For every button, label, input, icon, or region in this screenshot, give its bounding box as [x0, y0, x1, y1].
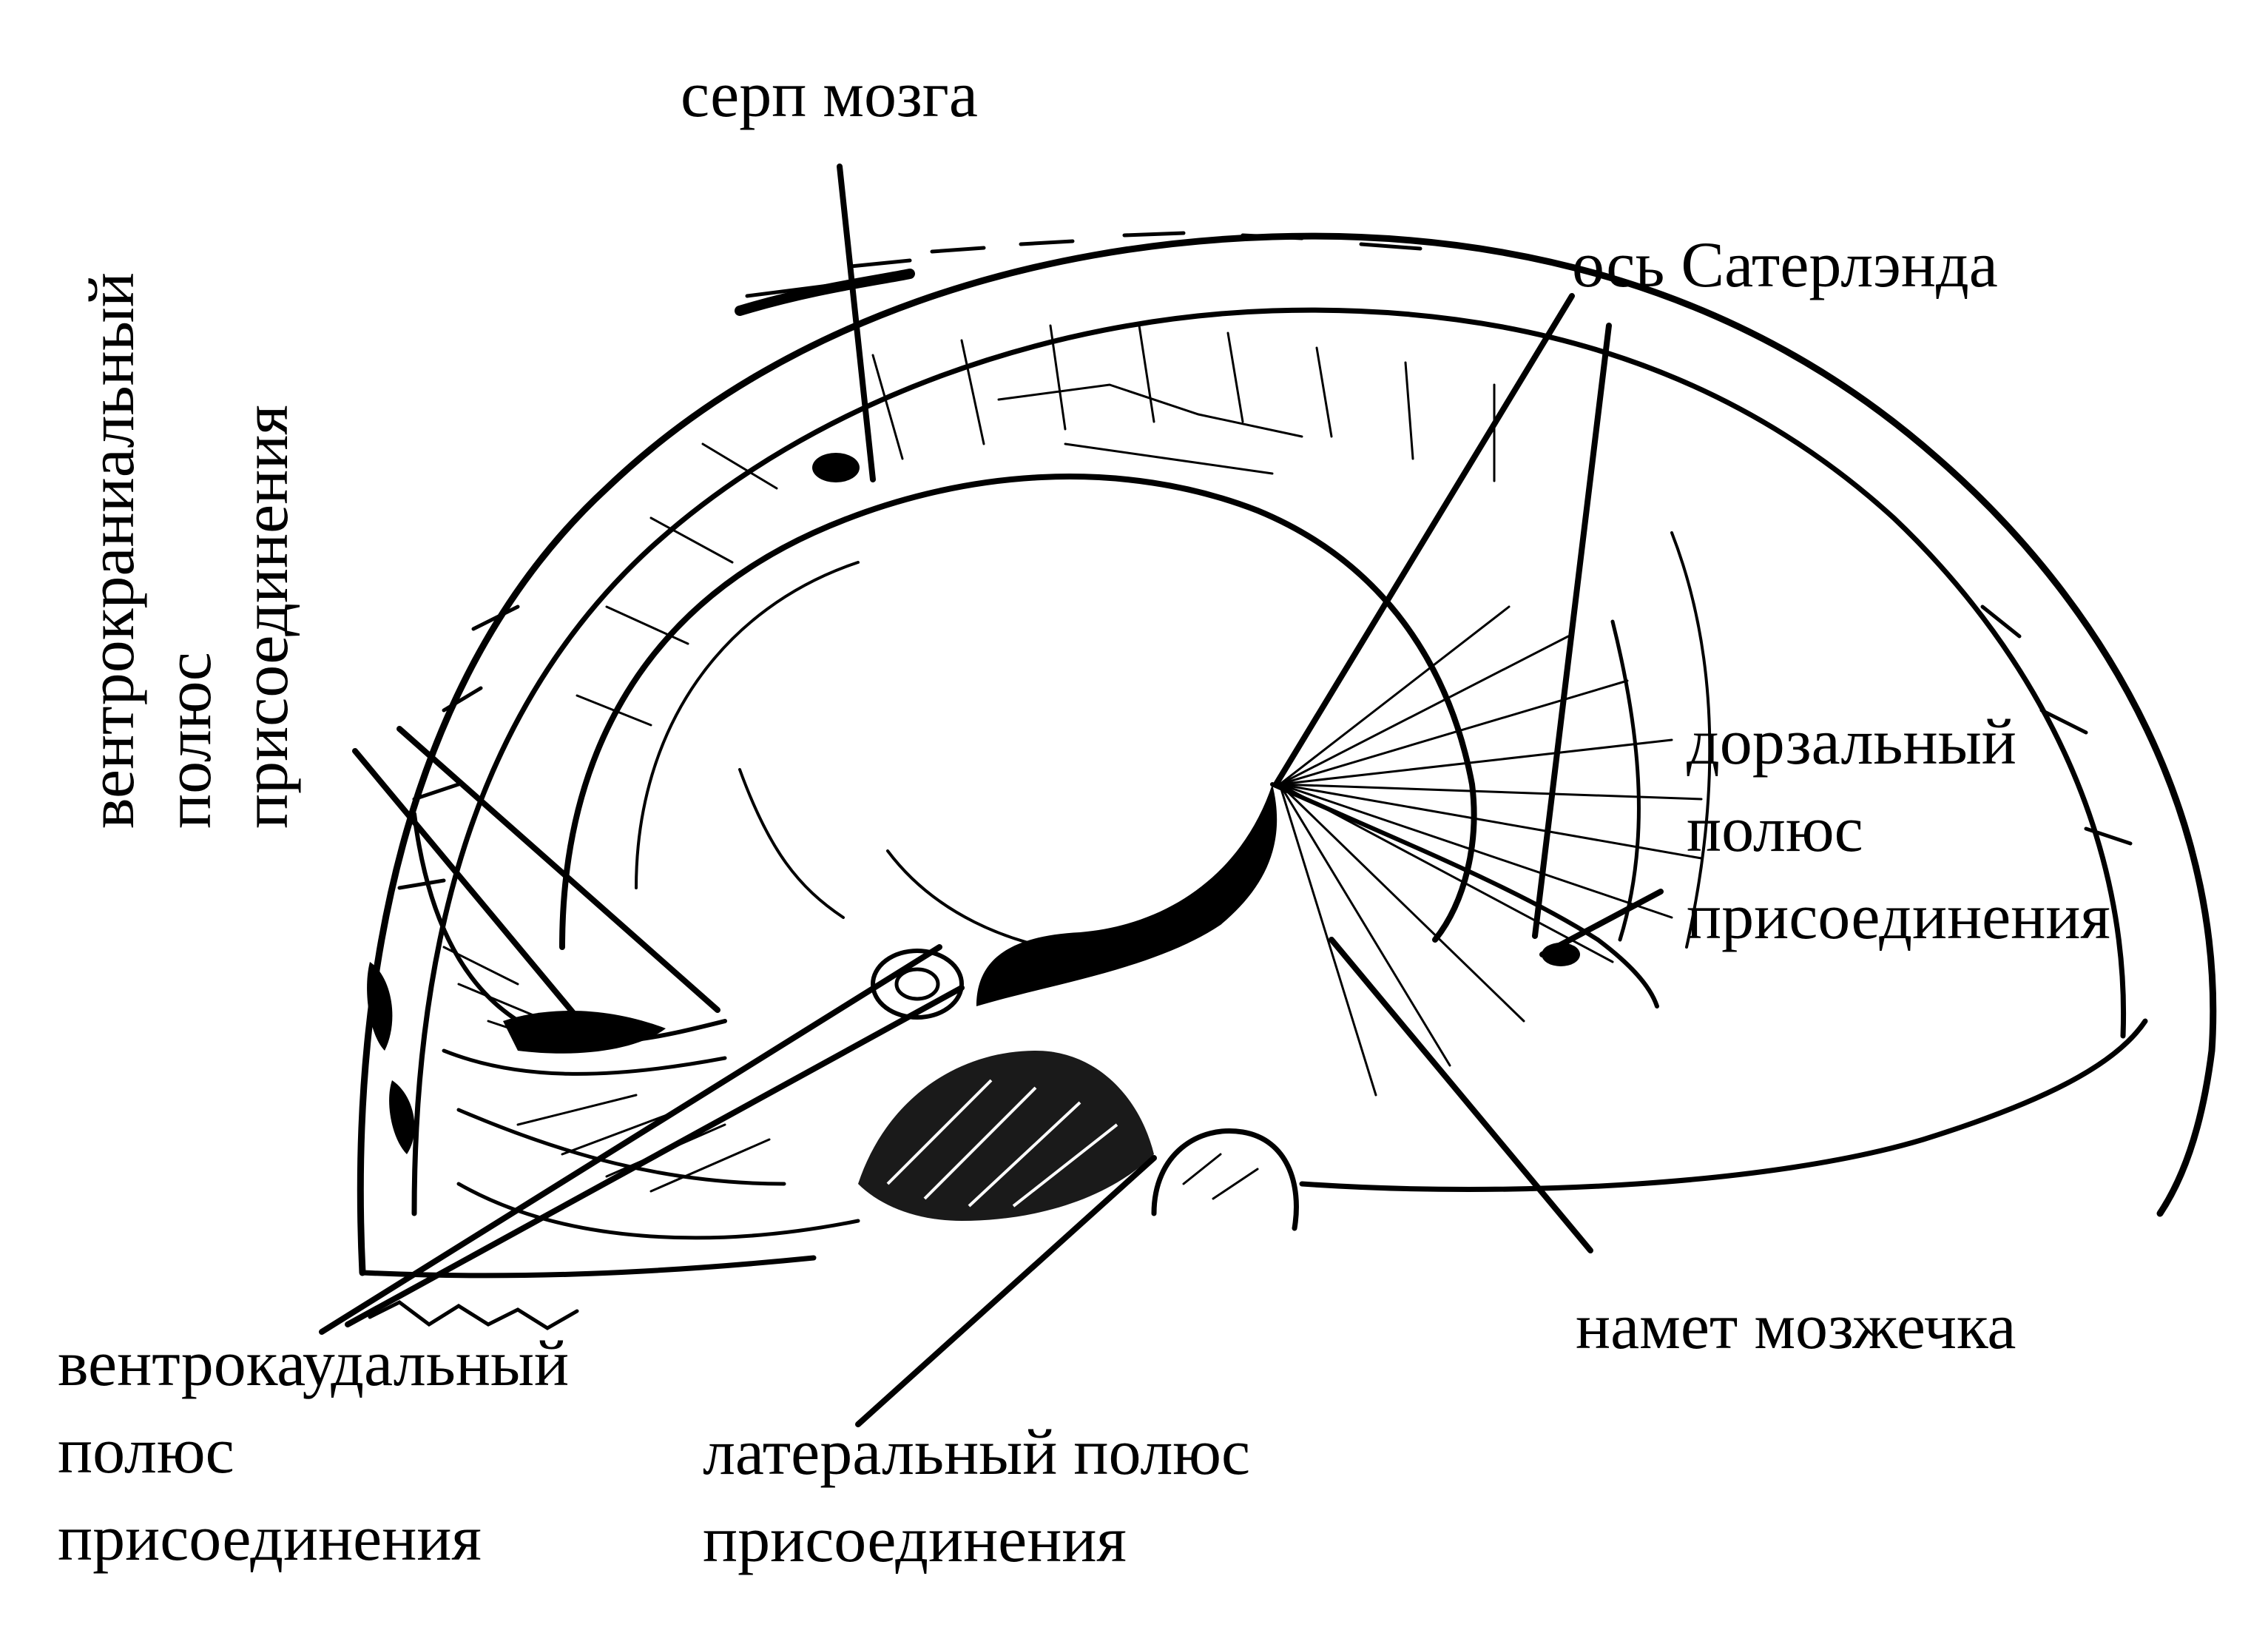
left-dark-region [503, 1011, 666, 1054]
leader-tentorium [1329, 937, 1593, 1253]
label-ventrocaudal-line1: вентрокаудальный [58, 1328, 570, 1400]
leader-sutherland-2 [1532, 323, 1612, 939]
label-ventrocaudal-line2: полюс [58, 1415, 234, 1487]
leader-sutherland-1 [1273, 293, 1575, 787]
leader-ventrocranial-1 [396, 726, 720, 1013]
label-sutherland-axis: ось Сатерлэнда [1572, 229, 1998, 301]
leader-falx [837, 164, 876, 482]
left-rim-dark [367, 962, 393, 1051]
falx-cerebri-hatching [576, 324, 1496, 727]
tentorium-fan [1278, 605, 1703, 1097]
label-dorsal-line2: полюс [1687, 794, 1863, 866]
lower-process [1151, 1128, 1299, 1231]
label-dorsal-line1: дорзальный [1687, 707, 2016, 778]
label-dorsal-pole: дорзальный полюс присоединения [1687, 699, 2110, 961]
leader-dorsal [1539, 889, 1664, 957]
left-rim-dark-2 [389, 1080, 415, 1154]
label-ventrocranial-line3: присоединения [230, 405, 302, 829]
leader-lines [319, 164, 1664, 1427]
label-ventrocaudal-line3: присоединения [58, 1503, 482, 1575]
skull-rim [357, 231, 2217, 1330]
leader-lateral [855, 1155, 1157, 1427]
label-dorsal-line3: присоединения [1687, 881, 2110, 953]
falx-dot [812, 453, 860, 482]
label-ventrocranial-line2: полюс [153, 652, 225, 829]
label-ventrocaudal-pole: вентрокаудальный полюс присоединения [58, 1321, 569, 1583]
label-ventrocranial-pole: вентрокраниальный полюс присоединения [74, 272, 305, 829]
label-lateral-line1: латеральный полюс [703, 1417, 1251, 1489]
lower-dark-region [858, 1051, 1154, 1221]
leader-ventrocranial-2 [352, 748, 580, 1020]
lower-hatching [886, 1079, 1118, 1208]
dorsal-flap [1270, 531, 1712, 1008]
label-tentorium-cerebelli: намет мозжечка [1576, 1291, 2016, 1363]
tentorial-notch [559, 474, 1477, 956]
label-lateral-pole: латеральный полюс присоединения [703, 1410, 1250, 1584]
label-ventrocranial-line1: вентрокраниальный [76, 272, 148, 829]
dark-wedge [976, 784, 1278, 1006]
attachment-ring [871, 949, 964, 1020]
label-falx-cerebri: серп мозга [681, 59, 978, 131]
leader-ventrocaudal-1 [319, 944, 942, 1335]
label-lateral-line2: присоединения [703, 1504, 1127, 1576]
leader-ventrocaudal-2 [345, 985, 965, 1327]
